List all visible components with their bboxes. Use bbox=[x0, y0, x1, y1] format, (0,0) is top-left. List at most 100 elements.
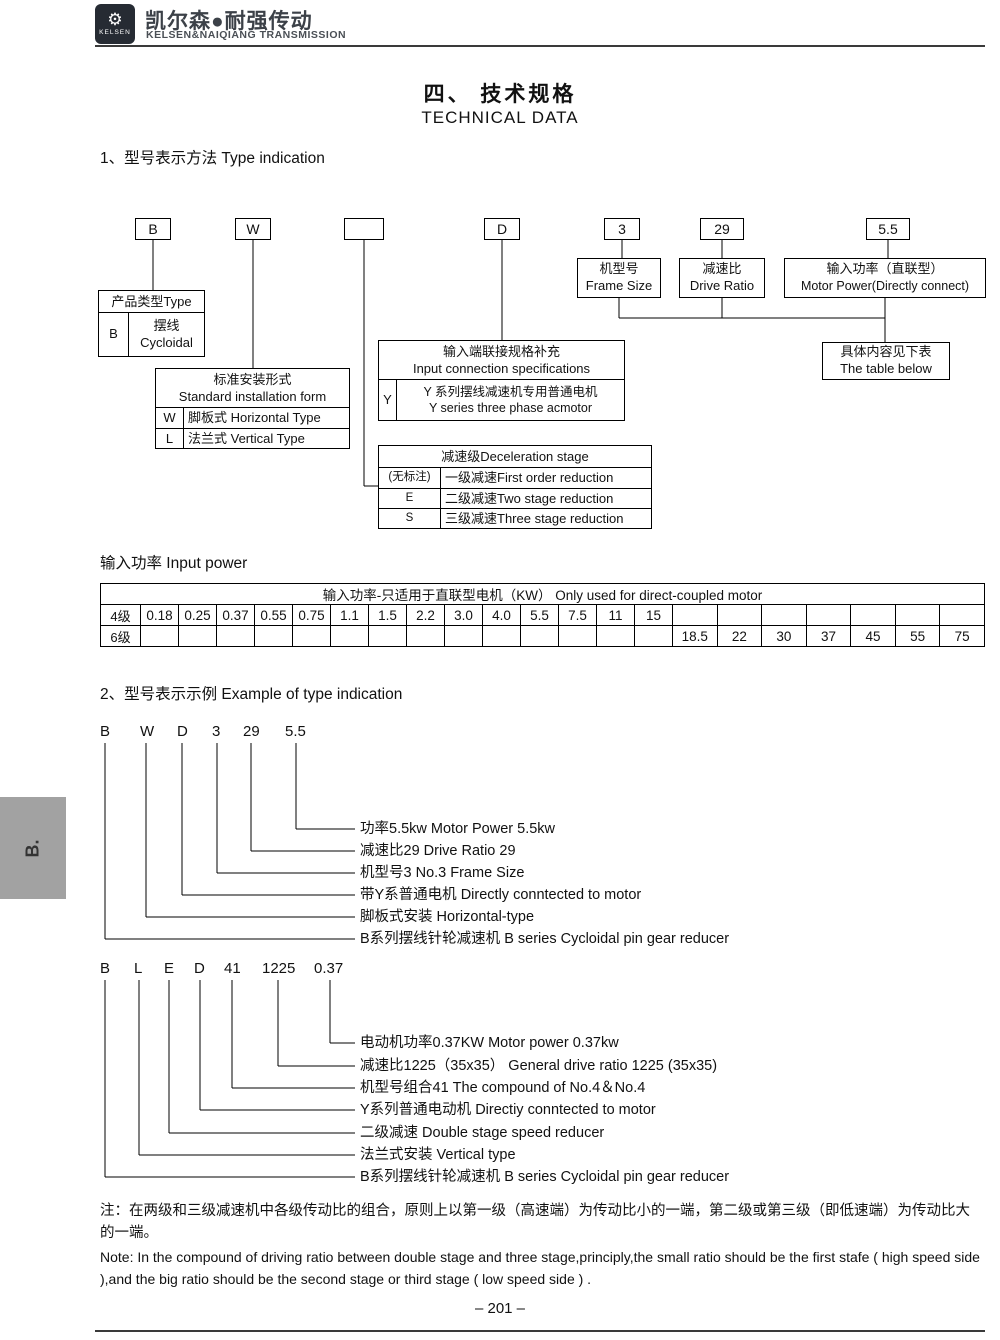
product-type-en: Cycloidal bbox=[140, 334, 193, 350]
ex1-code-3: 3 bbox=[212, 723, 221, 740]
connection-title-zh: 输入端联接规格补充 bbox=[442, 344, 560, 359]
connection-code: Y bbox=[379, 380, 397, 420]
installation-box: 标准安装形式 Standard installation form W 脚板式 … bbox=[155, 368, 350, 449]
connection-en: Y series three phase acmotor bbox=[428, 401, 593, 415]
power-cell: 45 bbox=[850, 625, 896, 647]
power-cell bbox=[330, 625, 369, 647]
power-cell: 1.1 bbox=[330, 604, 369, 626]
power-cell bbox=[894, 604, 941, 626]
ex2-label-motor: Y系列普通电动机 Directiy conntected to motor bbox=[360, 1102, 656, 1118]
installation-code-w: W bbox=[156, 408, 184, 428]
input-connection-box: 输入端联接规格补充 Input connection specification… bbox=[378, 340, 625, 421]
input-power-table: 输入功率-只适用于直联型电机（KW） Only used for direct-… bbox=[100, 583, 985, 647]
frame-size-box: 机型号 Frame Size bbox=[577, 258, 661, 298]
power-cell bbox=[761, 604, 807, 626]
header-divider bbox=[95, 45, 985, 47]
code-box-connection: D bbox=[484, 218, 520, 240]
power-cell bbox=[939, 604, 985, 626]
logo-badge-text: KELSEN bbox=[99, 29, 131, 36]
side-tab-label: B. bbox=[22, 839, 43, 857]
power-cell bbox=[596, 625, 635, 647]
power-cell: 55 bbox=[894, 625, 941, 647]
code-box-frame-size: 3 bbox=[604, 218, 640, 240]
table-below-en: The table below bbox=[840, 361, 932, 376]
ex2-label-frame: 机型号组合41 The compound of No.4＆No.4 bbox=[360, 1080, 646, 1096]
power-cell bbox=[520, 625, 559, 647]
motor-power-zh: 输入功率（直联型） bbox=[826, 261, 944, 277]
brand-logo: ⚙ KELSEN bbox=[95, 4, 135, 44]
power-table-title: 输入功率-只适用于直联型电机（KW） Only used for direct-… bbox=[100, 583, 985, 605]
deceleration-label-1: 二级减速Two stage reduction bbox=[445, 491, 614, 506]
page-title: 四、 技术规格 bbox=[423, 83, 577, 106]
drive-ratio-zh: 减速比 bbox=[702, 261, 742, 277]
ex2-label-mounting: 法兰式安装 Vertical type bbox=[360, 1147, 516, 1163]
installation-title-en: Standard installation form bbox=[178, 389, 327, 404]
input-power-heading: 输入功率 Input power bbox=[100, 555, 248, 572]
power-cell: 75 bbox=[939, 625, 985, 647]
code-box-motor-power: 5.5 bbox=[866, 218, 910, 240]
deceleration-title: 减速级Deceleration stage bbox=[379, 446, 651, 468]
power-cell: 18.5 bbox=[672, 625, 718, 647]
connection-title-en: Input connection specifications bbox=[412, 361, 591, 376]
power-cell: 2.2 bbox=[406, 604, 445, 626]
power-cell bbox=[368, 625, 407, 647]
ex2-code-d: D bbox=[194, 960, 205, 977]
power-cell: 5.5 bbox=[520, 604, 559, 626]
power-cell: 11 bbox=[596, 604, 635, 626]
page-subtitle: TECHNICAL DATA bbox=[421, 108, 579, 127]
ex2-label-series: B系列摆线针轮减速机 B series Cycloidal pin gear r… bbox=[360, 1169, 730, 1185]
power-cell bbox=[216, 625, 255, 647]
ex1-code-29: 29 bbox=[243, 723, 260, 740]
power-cell bbox=[292, 625, 331, 647]
installation-label-w: 脚板式 Horizontal Type bbox=[188, 410, 321, 425]
deceleration-box: 减速级Deceleration stage (无标注) 一级减速First or… bbox=[378, 445, 652, 529]
power-cell: 4.0 bbox=[482, 604, 521, 626]
row-label-6pole: 6级 bbox=[100, 625, 141, 647]
installation-code-l: L bbox=[156, 429, 184, 448]
code-box-product-type: B bbox=[135, 218, 171, 240]
power-cell bbox=[482, 625, 521, 647]
brand-name: 凯尔森●耐强传动 bbox=[145, 10, 313, 33]
power-cell bbox=[140, 625, 179, 647]
ex1-label-series: B系列摆线针轮减速机 B series Cycloidal pin gear r… bbox=[360, 931, 730, 947]
ex1-code-55: 5.5 bbox=[285, 723, 306, 740]
note-block: 注：在两级和三级减速机中各级传动比的组合，原则上以第一级（高速端）为传动比小的一… bbox=[100, 1200, 982, 1290]
section-side-tab: B. bbox=[0, 797, 66, 899]
connection-zh: Y 系列摆线减速机专用普通电机 bbox=[423, 384, 598, 399]
power-cell: 1.5 bbox=[368, 604, 407, 626]
deceleration-code-0: (无标注) bbox=[379, 468, 441, 488]
ex1-label-mounting: 脚板式安装 Horizontal-type bbox=[360, 909, 535, 925]
ex2-code-l: L bbox=[134, 960, 143, 977]
table-below-zh: 具体内容见下表 bbox=[840, 344, 932, 360]
ex2-label-stage: 二级减速 Double stage speed reducer bbox=[360, 1125, 605, 1141]
product-type-zh: 摆线 bbox=[153, 317, 180, 333]
motor-power-en: Motor Power(Directly connect) bbox=[800, 279, 970, 294]
deceleration-label-2: 三级减速Three stage reduction bbox=[445, 511, 624, 526]
product-type-title: 产品类型Type bbox=[99, 291, 204, 313]
power-cell: 37 bbox=[805, 625, 852, 647]
installation-title-zh: 标准安装形式 bbox=[213, 372, 292, 387]
code-box-deceleration bbox=[344, 218, 384, 240]
deceleration-label-0: 一级减速First order reduction bbox=[445, 470, 614, 485]
power-cell bbox=[444, 625, 483, 647]
frame-size-en: Frame Size bbox=[585, 278, 653, 293]
ex1-label-frame: 机型号3 No.3 Frame Size bbox=[360, 865, 525, 881]
ex2-code-e: E bbox=[164, 960, 175, 977]
power-cell bbox=[558, 625, 597, 647]
power-cell: 30 bbox=[761, 625, 807, 647]
power-cell bbox=[178, 625, 217, 647]
power-cell: 0.55 bbox=[254, 604, 293, 626]
note-english: Note: In the compound of driving ratio b… bbox=[100, 1249, 980, 1287]
power-cell: 7.5 bbox=[558, 604, 597, 626]
section2-heading: 2、型号表示示例 Example of type indication bbox=[100, 686, 403, 703]
ex2-label-ratio: 减速比1225（35x35） General drive ratio 1225 … bbox=[360, 1058, 718, 1074]
note-chinese: 注：在两级和三级减速机中各级传动比的组合，原则上以第一级（高速端）为传动比小的一… bbox=[100, 1203, 970, 1241]
gear-icon: ⚙ bbox=[107, 10, 123, 29]
power-cell: 0.37 bbox=[216, 604, 255, 626]
ex2-code-41: 41 bbox=[224, 960, 241, 977]
power-cell: 0.75 bbox=[292, 604, 331, 626]
